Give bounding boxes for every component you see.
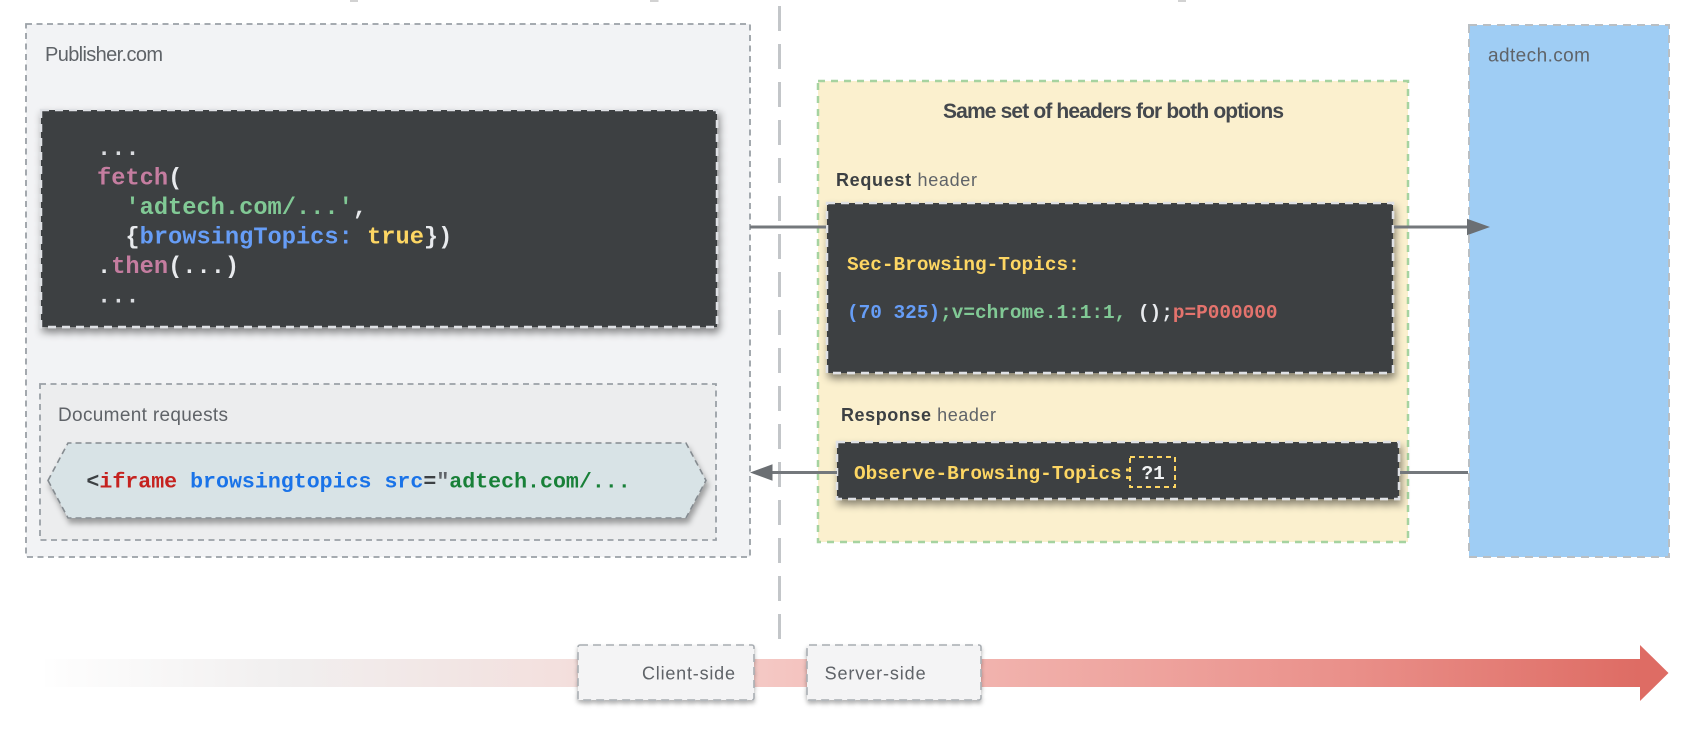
svg-text:(70 325);v=chrome.1:1:1, ();p=: (70 325);v=chrome.1:1:1, ();p=P000000 — [847, 302, 1278, 324]
svg-text:Client-side: Client-side — [642, 664, 735, 684]
svg-text:Same set of headers for both o: Same set of headers for both options — [943, 100, 1284, 123]
svg-text:Request header: Request header — [836, 170, 977, 190]
svg-text:Response header: Response header — [841, 405, 996, 425]
svg-text:?1: ?1 — [1142, 463, 1165, 485]
svg-text:adtech.com: adtech.com — [1488, 46, 1590, 67]
svg-text:<iframe browsingtopics src="ad: <iframe browsingtopics src="adtech.com/.… — [86, 471, 630, 495]
svg-text:Document requests: Document requests — [58, 405, 228, 426]
svg-text:'adtech.com/...',: 'adtech.com/...', — [125, 195, 367, 222]
svg-text:...: ... — [97, 284, 140, 311]
svg-text:fetch(: fetch( — [97, 166, 182, 193]
svg-text:{browsingTopics: true}): {browsingTopics: true}) — [125, 225, 452, 252]
svg-text:...: ... — [97, 136, 140, 163]
svg-text:.then(...): .then(...) — [97, 254, 239, 281]
svg-text:Server-side: Server-side — [825, 664, 926, 684]
svg-text:Observe-Browsing-Topics:: Observe-Browsing-Topics: — [854, 463, 1133, 485]
svg-text:Publisher.com: Publisher.com — [45, 44, 163, 66]
svg-text:Sec-Browsing-Topics:: Sec-Browsing-Topics: — [847, 254, 1080, 276]
